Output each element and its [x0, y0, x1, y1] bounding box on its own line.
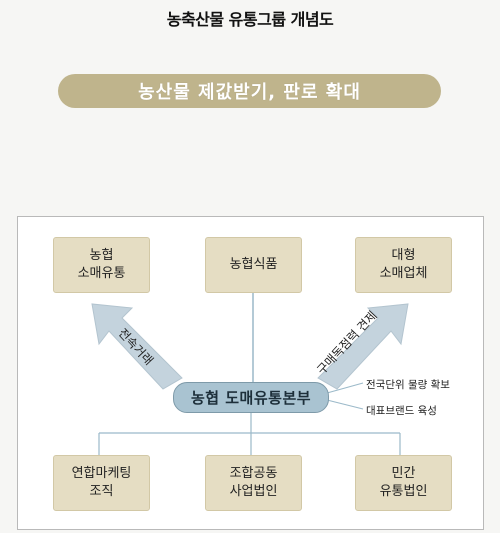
box-private-distributor-line2: 유통법인	[379, 484, 428, 499]
box-nh-retail-line1: 농협	[89, 248, 114, 263]
box-large-retailer-line1: 대형	[391, 248, 416, 263]
note-brand-development: 대표브랜드 육성	[366, 405, 437, 417]
box-private-distributor: 민간 유통법인	[355, 455, 452, 511]
note-connector-1	[326, 382, 364, 394]
right-arrow-shape	[317, 303, 409, 390]
box-coop-joint-corp: 조합공동 사업법인	[205, 455, 302, 511]
box-nh-food: 농협식품	[205, 237, 302, 293]
box-large-retailer: 대형 소매업체	[355, 237, 452, 293]
box-private-distributor-line1: 민간	[391, 466, 416, 481]
note-nationwide-volume: 전국단위 물량 확보	[366, 379, 450, 391]
box-joint-marketing-line2: 조직	[89, 484, 114, 499]
box-coop-joint-corp-line2: 사업법인	[229, 484, 278, 499]
diagram-title: 농축산물 유통그룹 개념도	[166, 10, 334, 29]
box-nh-retail: 농협 소매유통	[53, 237, 150, 293]
headline-banner: 농산물 제값받기, 판로 확대	[58, 74, 441, 108]
box-nh-retail-line2: 소매유통	[77, 266, 126, 281]
note-connector-2	[326, 399, 364, 410]
box-large-retailer-line2: 소매업체	[379, 266, 428, 281]
box-coop-joint-corp-line1: 조합공동	[229, 466, 278, 481]
box-nh-food-line1: 농협식품	[229, 257, 278, 272]
left-arrow-shape	[91, 303, 183, 390]
box-joint-marketing: 연합마케팅 조직	[53, 455, 150, 511]
wholesale-hub: 농협 도매유통본부	[173, 382, 329, 413]
box-joint-marketing-line1: 연합마케팅	[71, 466, 132, 481]
